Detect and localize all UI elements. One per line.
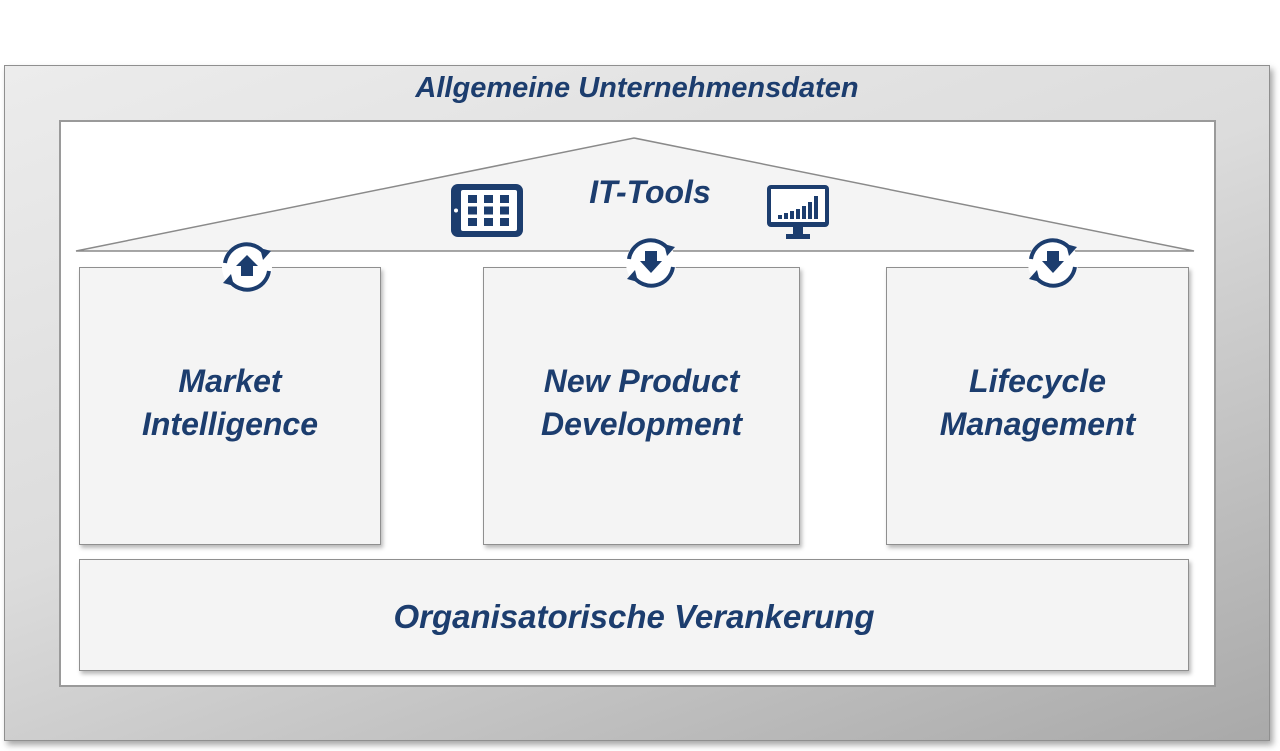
pillar-label-line2: Management (939, 406, 1136, 442)
pillar-label-line2: Development (541, 406, 742, 442)
cycle-upload-icon (222, 242, 272, 292)
cycle-download-icon (626, 238, 676, 288)
foundation-block: Organisatorische Verankerung (79, 559, 1189, 671)
tablet-grid-icon (451, 184, 523, 237)
foundation-label: Organisatorische Verankerung (393, 598, 875, 635)
pillar-label-line1: New Product (543, 363, 740, 399)
pillar-label-line2: Intelligence (141, 406, 319, 442)
pillar-new-product-development: New Product Development (483, 267, 800, 545)
monitor-chart-icon (767, 185, 829, 239)
pillar-lifecycle-management: Lifecycle Management (886, 267, 1189, 545)
cycle-download-icon (1028, 238, 1078, 288)
pillar-market-intelligence: Market Intelligence (79, 267, 381, 545)
pillar-label-line1: Lifecycle (969, 363, 1106, 399)
pillar-label-line1: Market (178, 363, 282, 399)
outer-frame-title: Allgemeine Unternehmensdaten (415, 72, 859, 104)
roof-title: IT-Tools (589, 174, 711, 210)
